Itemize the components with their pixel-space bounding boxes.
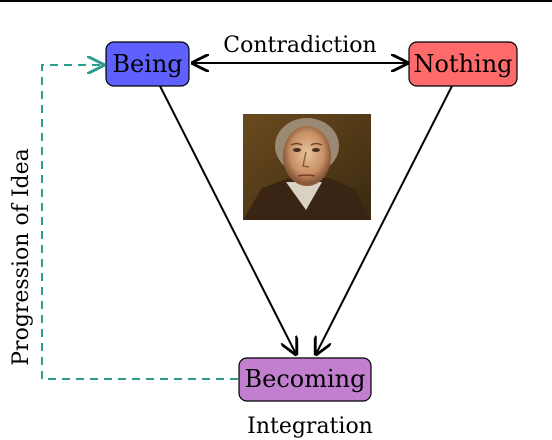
node-being-label: Being	[112, 50, 182, 78]
contradiction-label: Contradiction	[223, 33, 376, 58]
progression-label: Progression of Idea	[9, 148, 34, 366]
progression-edge	[41, 65, 238, 380]
nothing-to-becoming-edge	[316, 85, 453, 354]
hegel-portrait-icon	[243, 114, 371, 220]
node-nothing-label: Nothing	[413, 50, 512, 78]
node-nothing: Nothing	[408, 41, 518, 87]
node-becoming-label: Becoming	[245, 365, 366, 393]
node-becoming: Becoming	[238, 357, 372, 402]
being-to-becoming-edge	[159, 85, 296, 354]
node-being: Being	[105, 41, 190, 87]
integration-label: Integration	[247, 414, 373, 439]
